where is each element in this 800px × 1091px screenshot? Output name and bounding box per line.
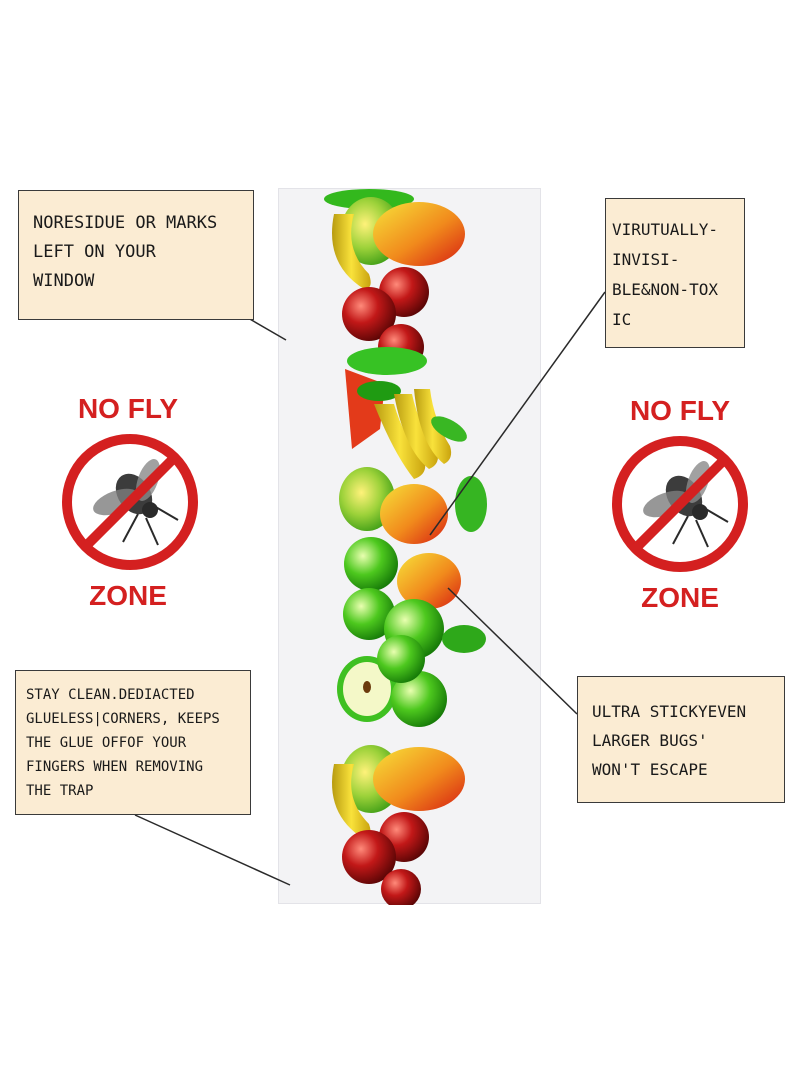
no-fly-sign-icon: [62, 434, 198, 570]
callout-ultra-sticky: ULTRA STICKYEVEN LARGER BUGS' WON'T ESCA…: [577, 676, 785, 803]
left-badge-title: NO FLY: [77, 393, 179, 424]
callout-stay-clean: STAY CLEAN.DEDIACTED GLUELESS|CORNERS, K…: [15, 670, 251, 815]
callout-stay-clean-text: STAY CLEAN.DEDIACTED GLUELESS|CORNERS, K…: [26, 687, 220, 799]
fly-trap-strip: [278, 188, 541, 909]
left-badge-zone: ZONE: [89, 580, 167, 611]
right-badge-zone: ZONE: [641, 582, 719, 613]
callout-invisible-text: VIRUTUALLY- INVISI- BLE&NON-TOX IC: [612, 220, 718, 329]
callout-no-residue-text: NORESIDUE OR MARKS LEFT ON YOUR WINDOW: [33, 213, 218, 291]
callout-no-residue: NORESIDUE OR MARKS LEFT ON YOUR WINDOW: [18, 190, 254, 320]
right-badge-title: NO FLY: [629, 395, 731, 426]
no-fly-sign-icon: [612, 436, 748, 572]
callout-ultra-sticky-text: ULTRA STICKYEVEN LARGER BUGS' WON'T ESCA…: [592, 702, 747, 779]
callout-invisible-non-toxic: VIRUTUALLY- INVISI- BLE&NON-TOX IC: [605, 198, 745, 348]
fruit-pattern: [324, 189, 487, 909]
